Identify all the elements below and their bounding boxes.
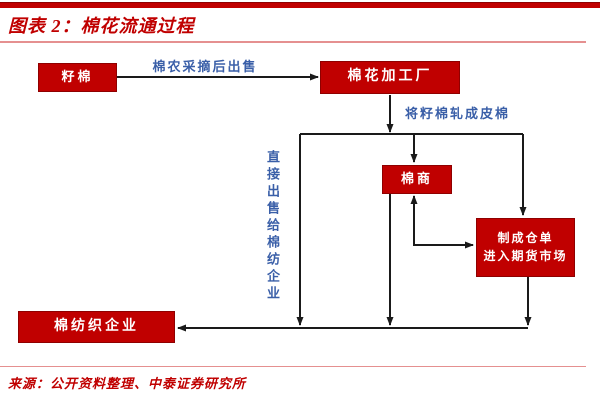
node-processing-plant-label: 棉花加工厂 bbox=[347, 69, 433, 85]
label-direct-sell-vertical: 直接出售给棉纺企业 bbox=[265, 150, 280, 303]
node-warehouse-receipt-line1: 制成仓单 bbox=[497, 231, 554, 246]
connectors-svg bbox=[117, 73, 532, 332]
arrow-merchant-receipt-bidirectional bbox=[410, 195, 474, 249]
node-cotton-merchant-label: 棉商 bbox=[400, 171, 433, 187]
label-pick-and-sell: 棉农采摘后出售 bbox=[152, 59, 258, 74]
label-gin-into-lint: 将籽棉轧成皮棉 bbox=[405, 106, 511, 121]
node-seed-cotton-label: 籽棉 bbox=[61, 69, 94, 85]
node-processing-plant: 棉花加工厂 bbox=[320, 61, 460, 94]
figure-title: 图表 2：棉花流通过程 bbox=[8, 16, 195, 36]
source-note: 来源：公开资料整理、中泰证券研究所 bbox=[8, 376, 247, 391]
node-seed-cotton: 籽棉 bbox=[38, 63, 117, 92]
top-red-bar bbox=[0, 2, 600, 8]
source-divider-rule bbox=[0, 366, 586, 367]
node-warehouse-receipt-line2: 进入期货市场 bbox=[483, 248, 568, 263]
flow-diagram: 籽棉 棉花加工厂 棉商 制成仓单 进入期货市场 棉纺织企业 棉农采摘后出售 将籽… bbox=[0, 44, 600, 360]
node-warehouse-receipt: 制成仓单 进入期货市场 bbox=[476, 218, 575, 277]
node-textile-enterprise: 棉纺织企业 bbox=[18, 311, 175, 343]
title-underline-rule bbox=[0, 41, 586, 43]
node-cotton-merchant: 棉商 bbox=[382, 165, 452, 194]
node-textile-enterprise-label: 棉纺织企业 bbox=[54, 318, 139, 334]
